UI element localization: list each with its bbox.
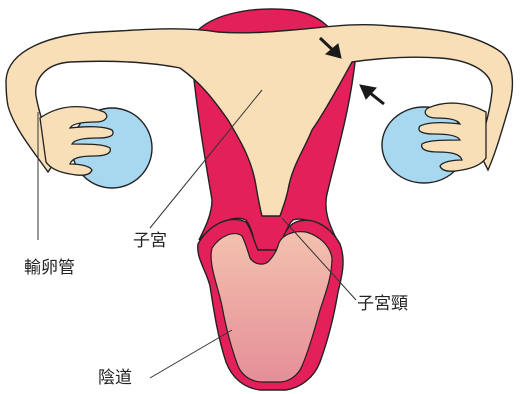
label-uterus: 子宮: [133, 233, 167, 250]
label-cervix: 子宮頸: [357, 296, 408, 313]
leader-line-vagina: [150, 330, 232, 378]
label-vagina: 陰道: [98, 370, 132, 387]
label-oviduct: 輸卵管: [24, 260, 75, 277]
